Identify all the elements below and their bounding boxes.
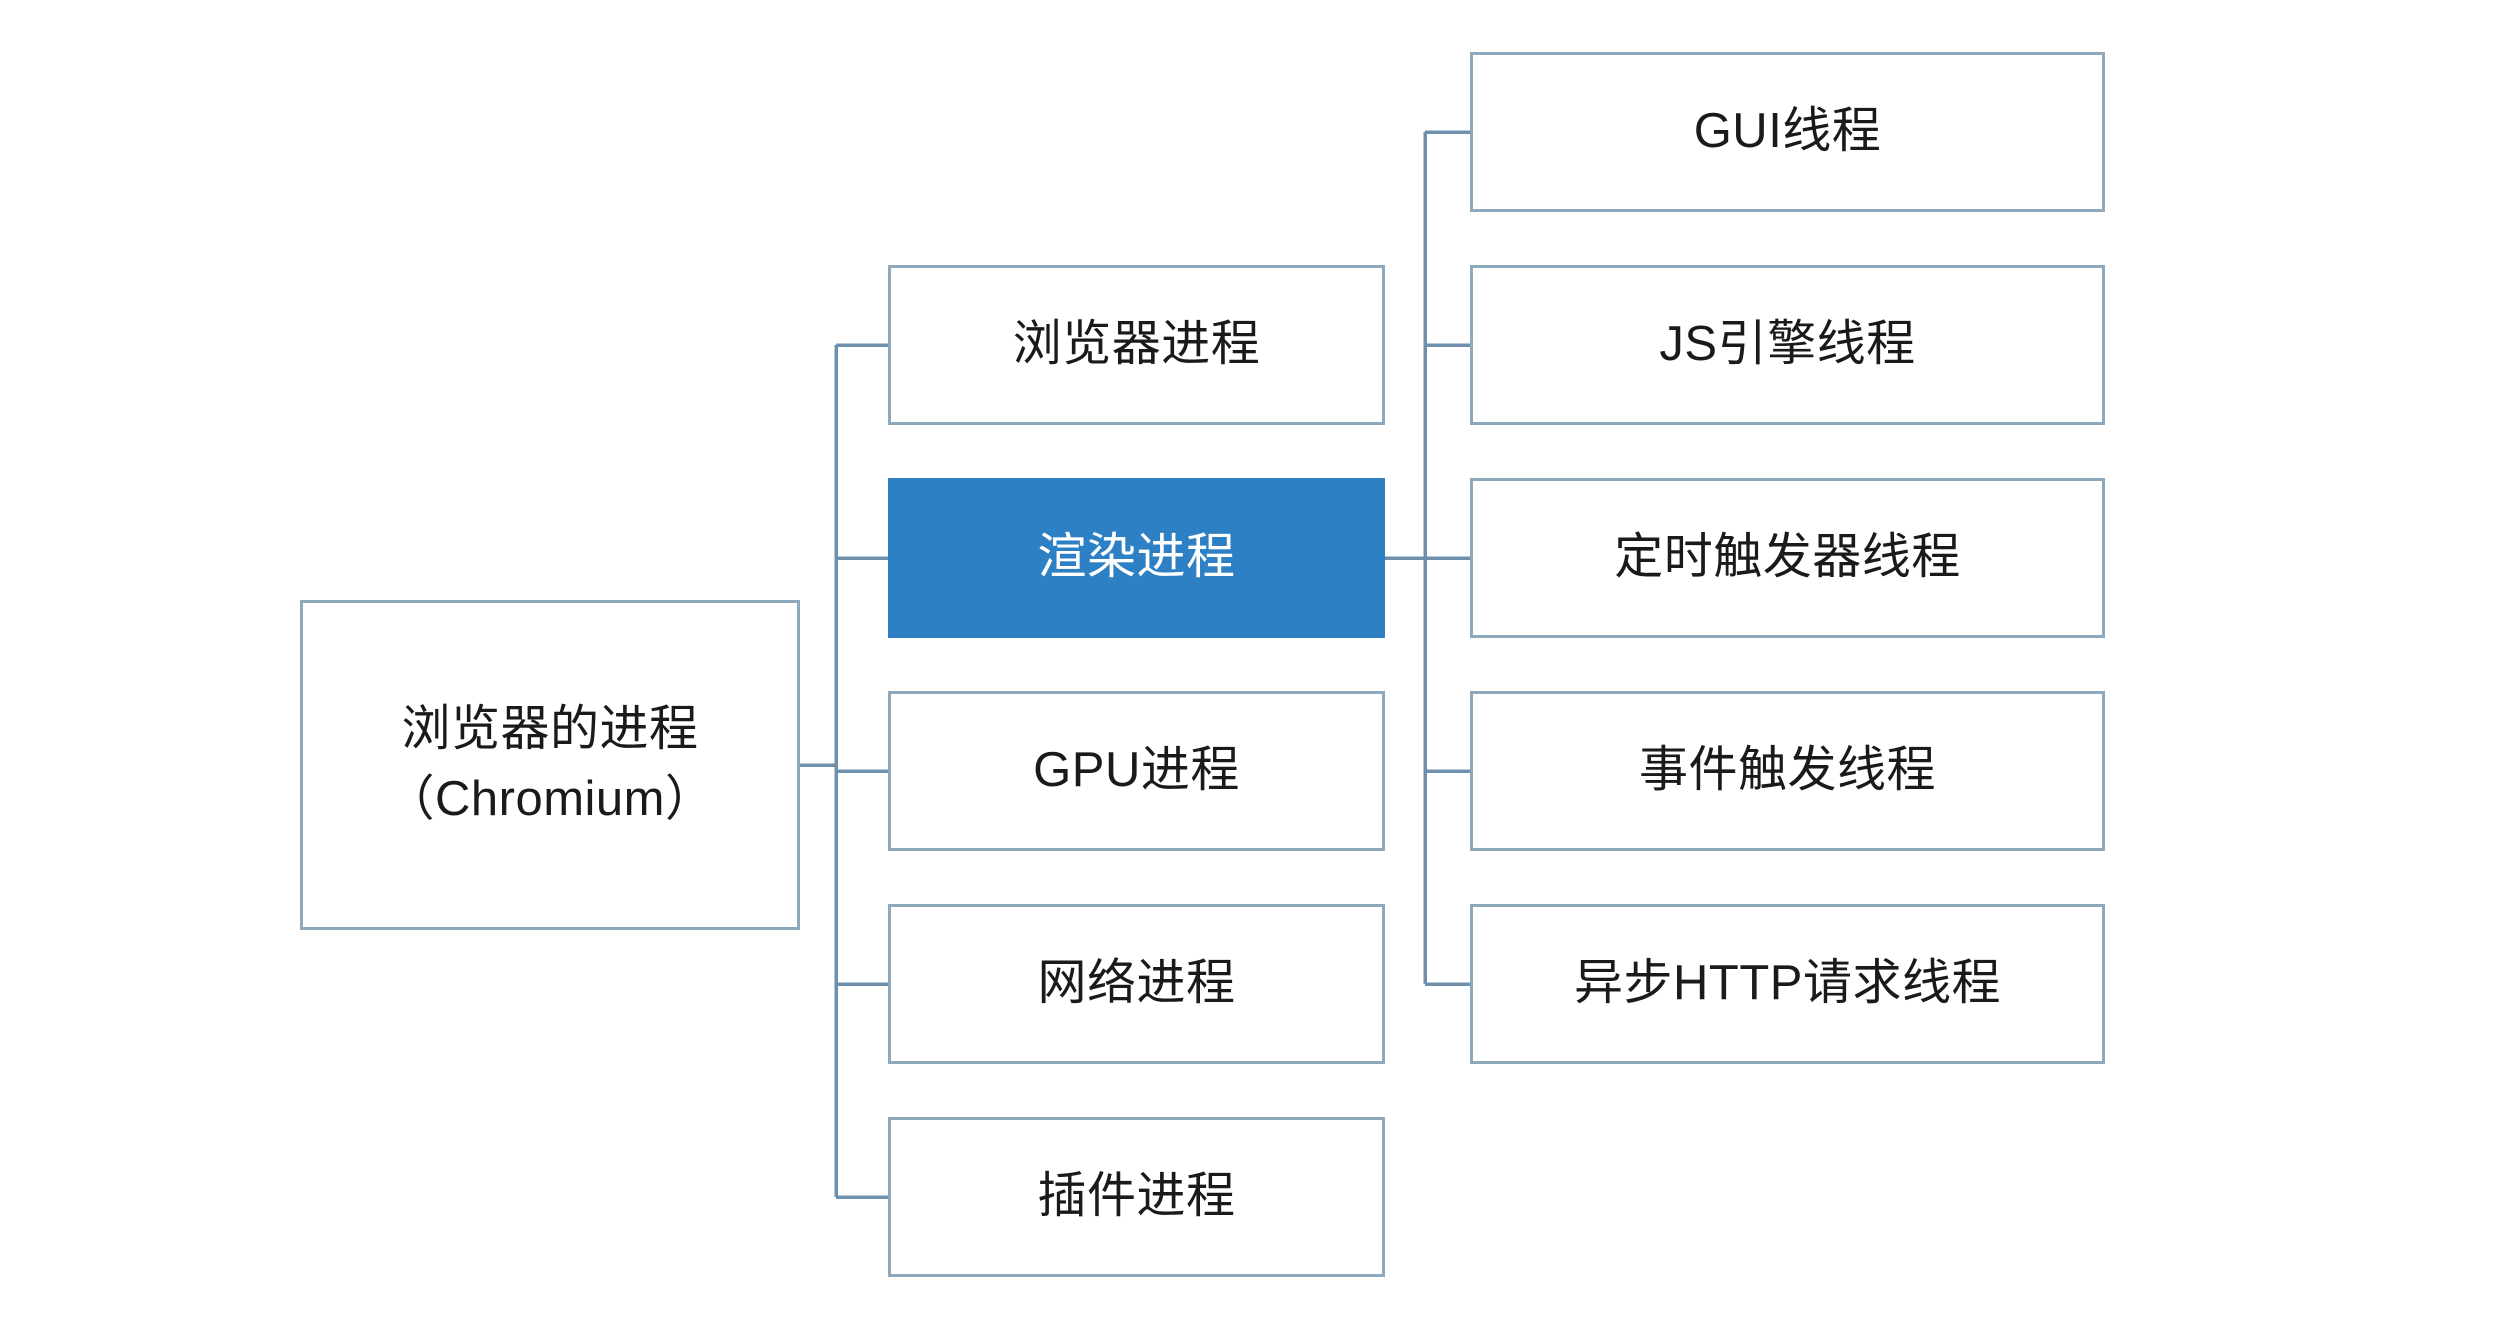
process-connector-group: [800, 343, 888, 1199]
node-gpu-process[interactable]: GPU进程: [888, 691, 1385, 851]
node-browser-processes-root[interactable]: 浏览器的进程 （Chromium）: [300, 600, 800, 930]
node-event-trigger-thread[interactable]: 事件触发线程: [1470, 691, 2105, 851]
node-render-process[interactable]: 渲染进程: [888, 478, 1385, 638]
node-browser-process[interactable]: 浏览器进程: [888, 265, 1385, 425]
thread-connector-group: [1385, 130, 1470, 986]
node-network-process[interactable]: 网络进程: [888, 904, 1385, 1064]
node-plugin-process[interactable]: 插件进程: [888, 1117, 1385, 1277]
node-gui-thread[interactable]: GUI线程: [1470, 52, 2105, 212]
node-timer-trigger-thread[interactable]: 定时触发器线程: [1470, 478, 2105, 638]
node-js-engine-thread[interactable]: JS引擎线程: [1470, 265, 2105, 425]
node-async-http-thread[interactable]: 异步HTTP请求线程: [1470, 904, 2105, 1064]
